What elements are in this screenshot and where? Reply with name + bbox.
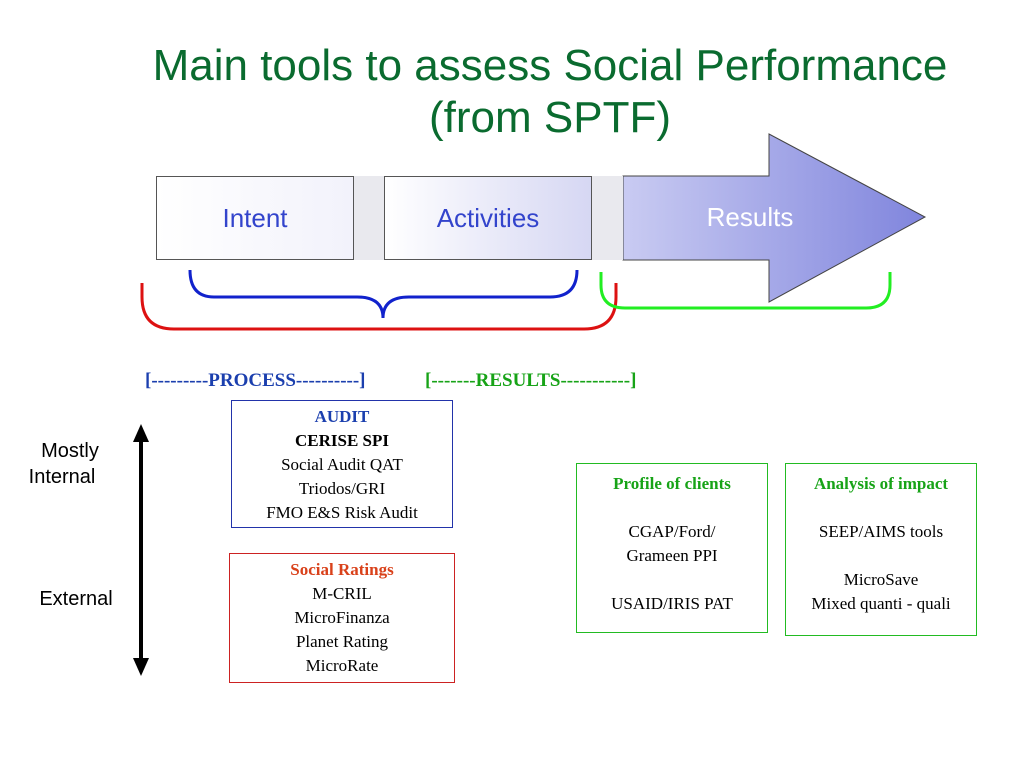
- title-line-2: (from SPTF): [429, 93, 671, 142]
- mostly-internal-line-1: Mostly: [41, 440, 99, 462]
- analysis-of-impact-box: Analysis of impact SEEP/AIMS tools Micro…: [785, 463, 977, 636]
- results-phase-label: [-------RESULTS-----------]: [425, 370, 637, 391]
- external-label: External: [39, 588, 113, 610]
- social-ratings-box: Social Ratings M-CRIL MicroFinanza Plane…: [229, 553, 455, 683]
- profile-of-clients-box: Profile of clients CGAP/Ford/ Grameen PP…: [576, 463, 768, 633]
- profile-item: CGAP/Ford/: [628, 522, 716, 541]
- spacer: [786, 496, 976, 520]
- activities-box: Activities: [384, 176, 592, 260]
- process-bracket-red: [140, 283, 618, 331]
- profile-item: Grameen PPI: [626, 546, 718, 565]
- audit-header: AUDIT: [314, 407, 370, 426]
- profile-item: USAID/IRIS PAT: [611, 594, 733, 613]
- process-phase-label: [---------PROCESS----------]: [145, 370, 366, 391]
- spacer: [786, 544, 976, 568]
- mostly-internal-line-2: Internal: [28, 466, 96, 488]
- audit-item: FMO E&S Risk Audit: [266, 503, 418, 522]
- intent-box: Intent: [156, 176, 354, 260]
- stage-gap: [592, 176, 623, 260]
- intent-label: Intent: [222, 202, 288, 233]
- mostly-internal-label: Mostly Internal: [22, 438, 118, 490]
- process-brace-blue: [188, 269, 579, 319]
- impact-header: Analysis of impact: [813, 474, 949, 493]
- impact-item: Mixed quanti - quali: [811, 594, 951, 613]
- audit-subheader: CERISE SPI: [294, 431, 389, 450]
- profile-header: Profile of clients: [613, 474, 731, 493]
- audit-item: Triodos/GRI: [298, 479, 386, 498]
- ratings-item: MicroRate: [305, 656, 379, 675]
- audit-box: AUDIT CERISE SPI Social Audit QAT Triodo…: [231, 400, 453, 528]
- results-label: Results: [706, 202, 794, 232]
- ratings-header: Social Ratings: [290, 560, 394, 579]
- title-line-1: Main tools to assess Social Performance: [152, 41, 948, 90]
- ratings-item: Planet Rating: [295, 632, 389, 651]
- internal-external-axis: [133, 424, 149, 676]
- activities-label: Activities: [436, 202, 540, 233]
- slide-title: Main tools to assess Social Performance …: [110, 40, 990, 144]
- spacer: [577, 496, 767, 520]
- impact-item: MicroSave: [843, 570, 919, 589]
- impact-item: SEEP/AIMS tools: [818, 522, 944, 541]
- ratings-item: MicroFinanza: [294, 608, 390, 627]
- results-bracket-green: [599, 272, 892, 310]
- results-arrow: [622, 133, 927, 303]
- stage-gap: [354, 176, 384, 260]
- ratings-item: M-CRIL: [312, 584, 372, 603]
- audit-item: Social Audit QAT: [281, 455, 403, 474]
- spacer: [577, 568, 767, 592]
